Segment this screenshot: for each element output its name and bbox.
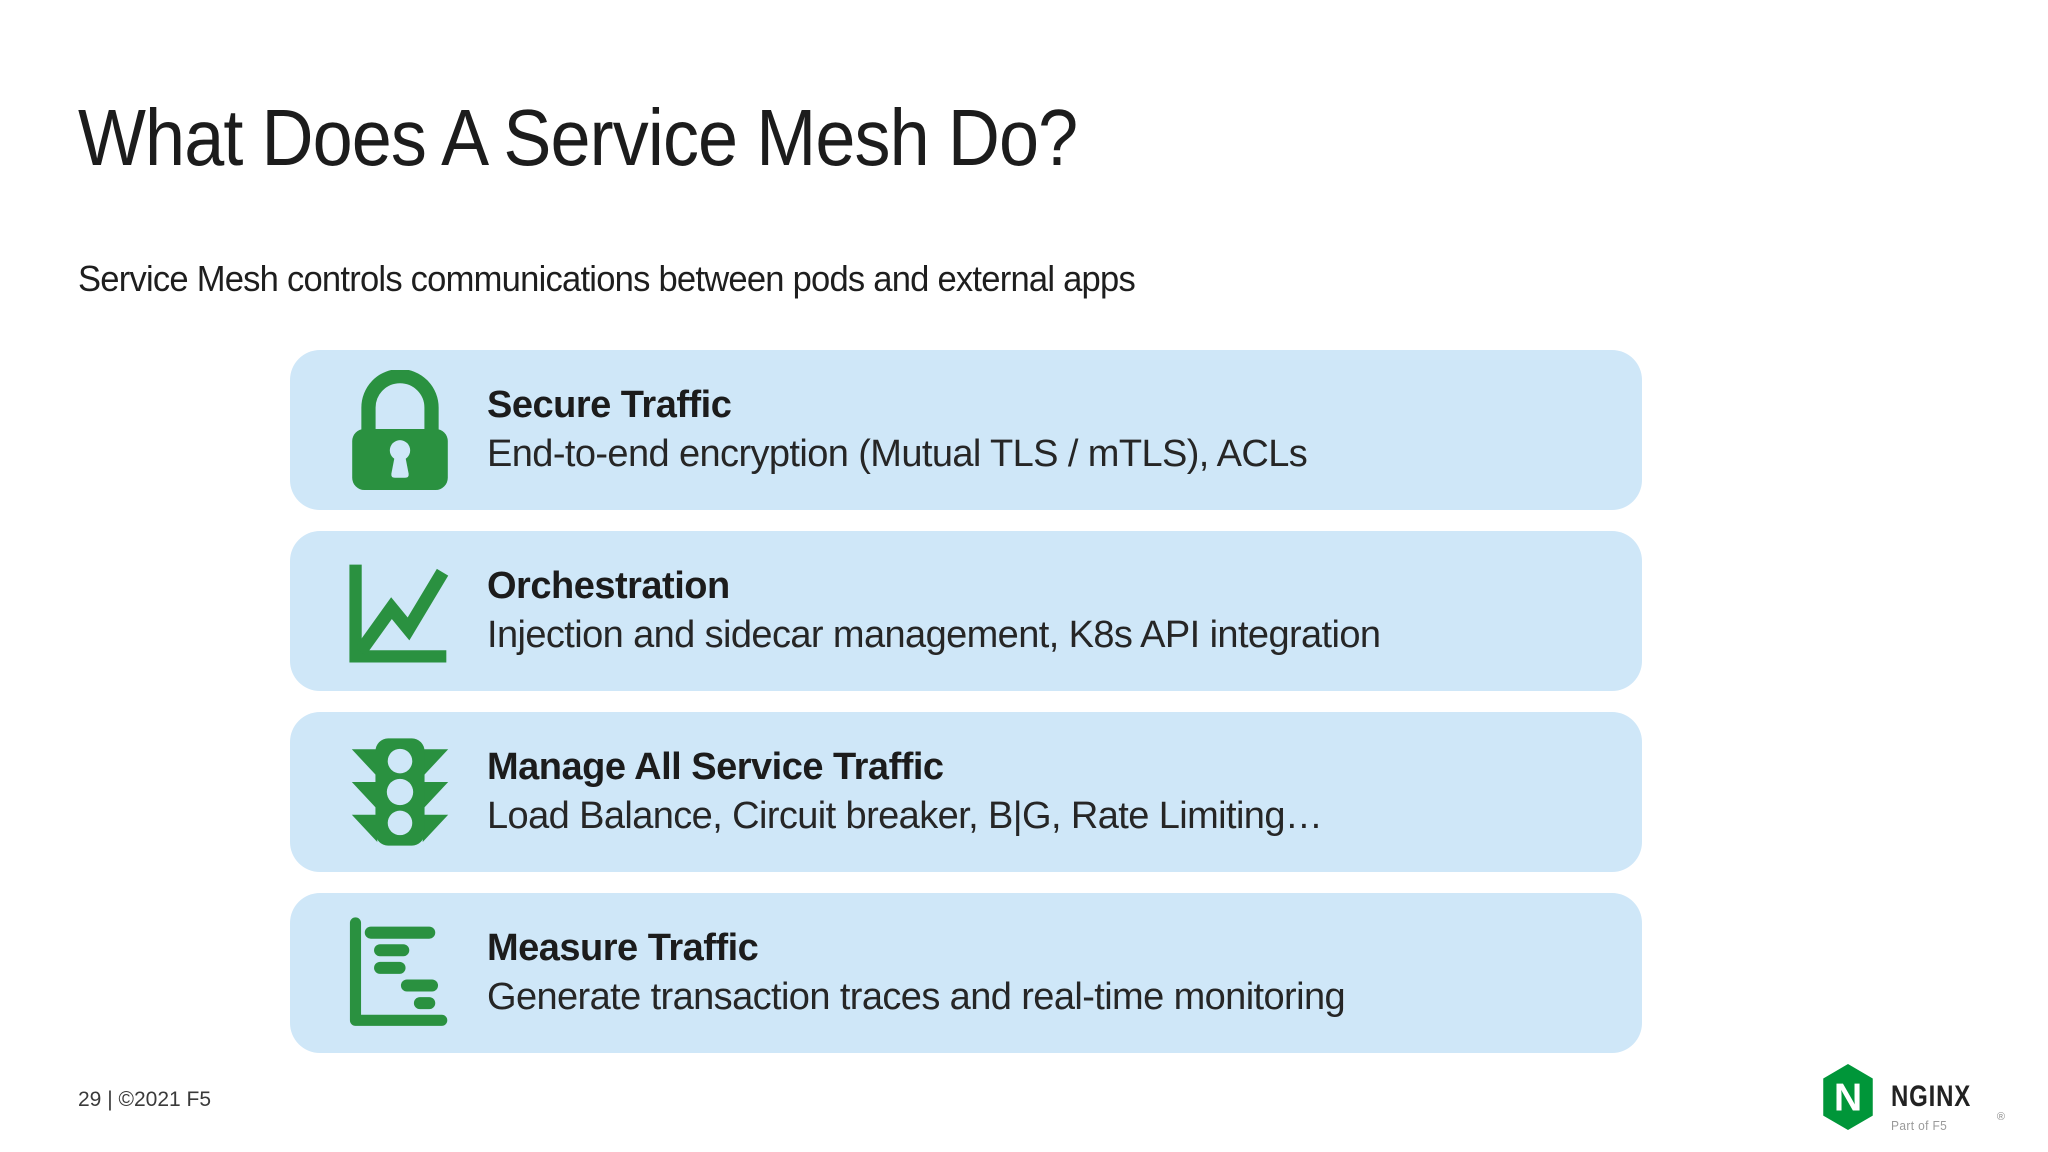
line-chart-icon <box>345 556 455 666</box>
svg-text:N: N <box>1834 1076 1862 1119</box>
feature-card-list: Secure Traffic End-to-end encryption (Mu… <box>290 350 1642 1053</box>
card-text: Manage All Service Traffic Load Balance,… <box>487 745 1323 838</box>
gantt-chart-icon <box>345 915 455 1031</box>
card-title: Measure Traffic <box>487 926 759 969</box>
feature-card-secure-traffic: Secure Traffic End-to-end encryption (Mu… <box>290 350 1642 510</box>
card-text: Secure Traffic End-to-end encryption (Mu… <box>487 383 1308 476</box>
nginx-brand-text: NGINX ® Part of F5 <box>1891 1080 2005 1134</box>
card-description: End-to-end encryption (Mutual TLS / mTLS… <box>487 432 1308 475</box>
card-text: Measure Traffic Generate transaction tra… <box>487 926 1346 1019</box>
card-title: Orchestration <box>487 564 730 607</box>
card-text: Orchestration Injection and sidecar mana… <box>487 564 1381 657</box>
page-number: 29 | ©2021 F5 <box>78 1088 212 1111</box>
nginx-wordmark: NGINX <box>1891 1080 1972 1113</box>
lock-icon <box>345 370 455 490</box>
card-title: Manage All Service Traffic <box>487 745 944 788</box>
nginx-logo: N NGINX ® Part of F5 <box>1823 1064 2005 1134</box>
slide-subtitle: Service Mesh controls communications bet… <box>78 258 1136 299</box>
card-description: Injection and sidecar management, K8s AP… <box>487 613 1381 656</box>
traffic-light-icon <box>345 731 455 853</box>
feature-card-orchestration: Orchestration Injection and sidecar mana… <box>290 531 1642 691</box>
slide-title: What Does A Service Mesh Do? <box>78 93 1078 182</box>
registered-trademark-icon: ® <box>1996 1111 2006 1123</box>
nginx-hexagon-icon: N <box>1823 1064 1873 1130</box>
feature-card-measure-traffic: Measure Traffic Generate transaction tra… <box>290 893 1642 1053</box>
card-title: Secure Traffic <box>487 383 732 426</box>
feature-card-manage-traffic: Manage All Service Traffic Load Balance,… <box>290 712 1642 872</box>
nginx-tagline: Part of F5 <box>1891 1118 1948 1133</box>
card-description: Generate transaction traces and real-tim… <box>487 975 1346 1018</box>
card-description: Load Balance, Circuit breaker, B|G, Rate… <box>487 794 1323 837</box>
